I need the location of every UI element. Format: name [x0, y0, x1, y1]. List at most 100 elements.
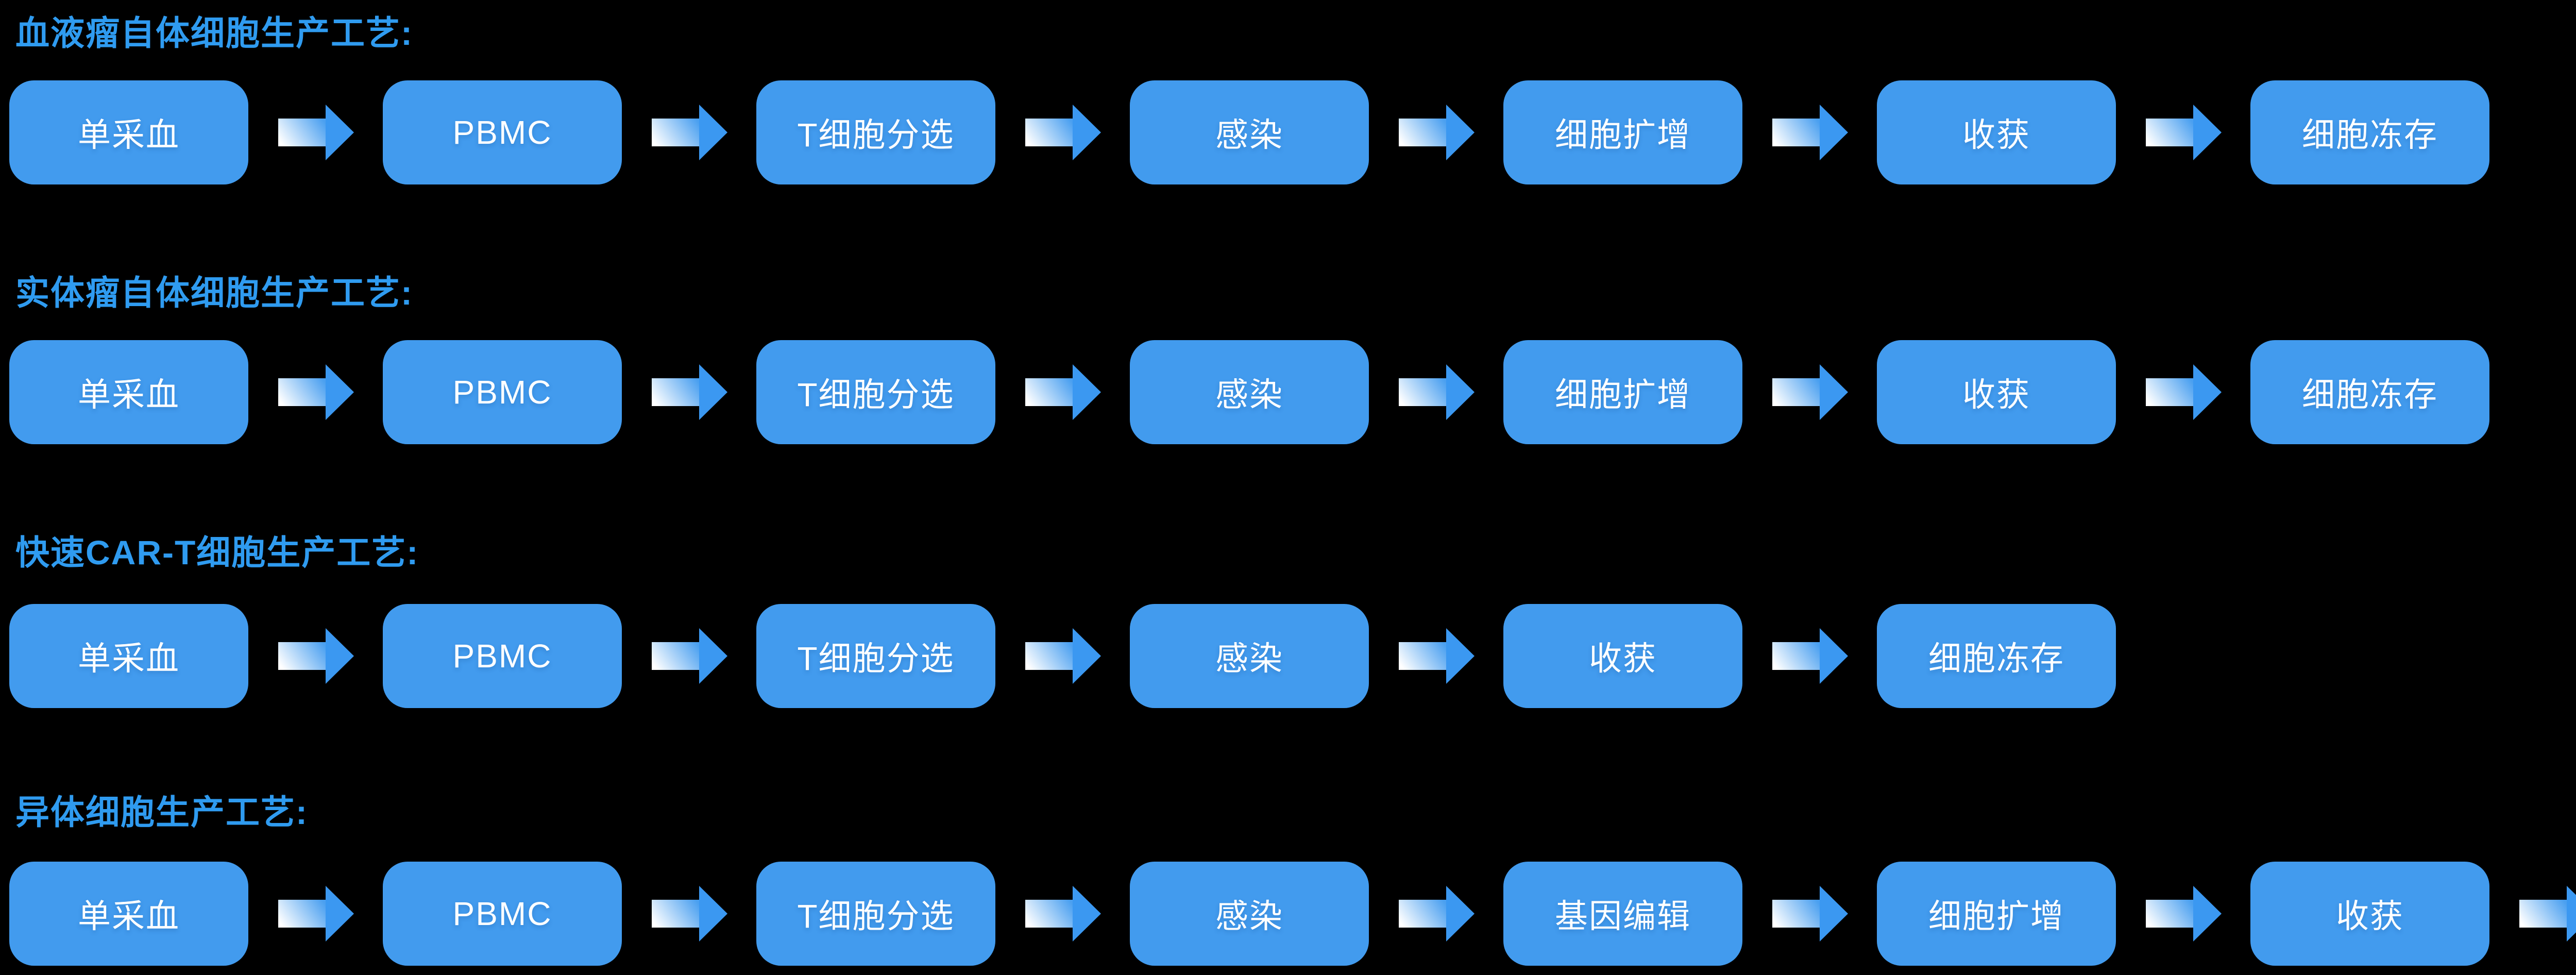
arrow-head — [1820, 105, 1848, 160]
flow-step-box: 单采血 — [9, 340, 248, 444]
arrow-head — [1446, 628, 1475, 684]
arrow-head — [1073, 628, 1101, 684]
flow-steps: 单采血PBMCT细胞分选感染基因编辑细胞扩增收获细胞冻存 — [9, 862, 2576, 966]
arrow-tail — [1772, 642, 1820, 670]
flow-step-box: 感染 — [1130, 604, 1369, 708]
arrow-tail — [2146, 119, 2193, 146]
arrow-head — [2193, 886, 2222, 942]
arrow-tail — [652, 900, 699, 928]
arrow-head — [1820, 364, 1848, 420]
flow-step-box: 细胞冻存 — [1877, 604, 2116, 708]
arrow-right-icon — [248, 604, 383, 708]
arrow-right-icon — [995, 340, 1130, 444]
arrow-head — [1820, 886, 1848, 942]
arrow-tail — [2519, 900, 2567, 928]
arrow-tail — [278, 900, 326, 928]
arrow-right-icon — [1369, 80, 1503, 184]
arrow-right-icon — [622, 604, 756, 708]
row-title: 异体细胞生产工艺: — [15, 793, 308, 831]
arrow-right-icon — [995, 80, 1130, 184]
flow-step-box: 收获 — [1503, 604, 1742, 708]
arrow-right-icon — [2116, 340, 2250, 444]
arrow-tail — [278, 119, 326, 146]
arrow-tail — [1399, 119, 1446, 146]
flow-row-allogeneic: 异体细胞生产工艺: 单采血PBMCT细胞分选感染基因编辑细胞扩增收获细胞冻存 — [0, 792, 2576, 966]
arrow-head — [326, 886, 354, 942]
flow-step-box: 感染 — [1130, 80, 1369, 184]
flow-step-box: 单采血 — [9, 80, 248, 184]
arrow-right-icon — [2116, 80, 2250, 184]
flow-step-box: 收获 — [2250, 862, 2489, 966]
arrow-right-icon — [995, 604, 1130, 708]
arrow-tail — [652, 119, 699, 146]
arrow-tail — [1399, 642, 1446, 670]
flow-step-box: T细胞分选 — [756, 80, 995, 184]
flow-step-box: 细胞冻存 — [2250, 340, 2489, 444]
arrow-head — [326, 105, 354, 160]
flow-step-box: 细胞扩增 — [1877, 862, 2116, 966]
arrow-head — [1073, 364, 1101, 420]
arrow-right-icon — [1742, 862, 1877, 966]
flow-step-box: 单采血 — [9, 604, 248, 708]
flow-step-box: PBMC — [383, 862, 622, 966]
arrow-head — [1446, 364, 1475, 420]
arrow-head — [2193, 364, 2222, 420]
flow-step-box: 收获 — [1877, 80, 2116, 184]
arrow-tail — [2146, 900, 2193, 928]
arrow-right-icon — [995, 862, 1130, 966]
arrow-tail — [1399, 900, 1446, 928]
flow-step-box: 细胞冻存 — [2250, 80, 2489, 184]
arrow-right-icon — [1742, 340, 1877, 444]
flow-step-box: PBMC — [383, 604, 622, 708]
arrow-right-icon — [1369, 862, 1503, 966]
arrow-head — [326, 364, 354, 420]
arrow-right-icon — [622, 862, 756, 966]
arrow-head — [699, 886, 727, 942]
arrow-tail — [1025, 119, 1073, 146]
arrow-head — [1073, 105, 1101, 160]
arrow-right-icon — [2489, 862, 2576, 966]
flow-step-box: T细胞分选 — [756, 862, 995, 966]
row-title: 快速CAR-T细胞生产工艺: — [15, 533, 419, 571]
arrow-head — [1446, 105, 1475, 160]
flow-steps: 单采血 PBMC T细胞分选 感染 细胞扩增 收获 细胞冻存 — [9, 80, 2576, 184]
flow-step-box: PBMC — [383, 80, 622, 184]
arrow-tail — [278, 642, 326, 670]
row-title: 实体瘤自体细胞生产工艺: — [15, 274, 413, 312]
flow-step-box: 细胞扩增 — [1503, 80, 1742, 184]
arrow-tail — [1399, 378, 1446, 406]
arrow-tail — [652, 378, 699, 406]
arrow-right-icon — [622, 340, 756, 444]
arrow-head — [699, 628, 727, 684]
arrow-right-icon — [248, 340, 383, 444]
arrow-head — [1073, 886, 1101, 942]
arrow-right-icon — [1742, 80, 1877, 184]
arrow-tail — [1772, 378, 1820, 406]
flow-step-box: 基因编辑 — [1503, 862, 1742, 966]
arrow-right-icon — [248, 862, 383, 966]
flow-step-box: PBMC — [383, 340, 622, 444]
arrow-right-icon — [1742, 604, 1877, 708]
flow-step-box: 感染 — [1130, 340, 1369, 444]
arrow-tail — [652, 642, 699, 670]
arrow-right-icon — [622, 80, 756, 184]
arrow-head — [326, 628, 354, 684]
arrow-head — [699, 105, 727, 160]
arrow-head — [2567, 886, 2576, 942]
arrow-head — [1446, 886, 1475, 942]
arrow-head — [699, 364, 727, 420]
arrow-tail — [1025, 378, 1073, 406]
arrow-head — [2193, 105, 2222, 160]
arrow-tail — [1025, 642, 1073, 670]
arrow-tail — [1025, 900, 1073, 928]
flow-step-box: 收获 — [1877, 340, 2116, 444]
arrow-tail — [1772, 119, 1820, 146]
arrow-head — [1820, 628, 1848, 684]
flow-step-box: 细胞扩增 — [1503, 340, 1742, 444]
